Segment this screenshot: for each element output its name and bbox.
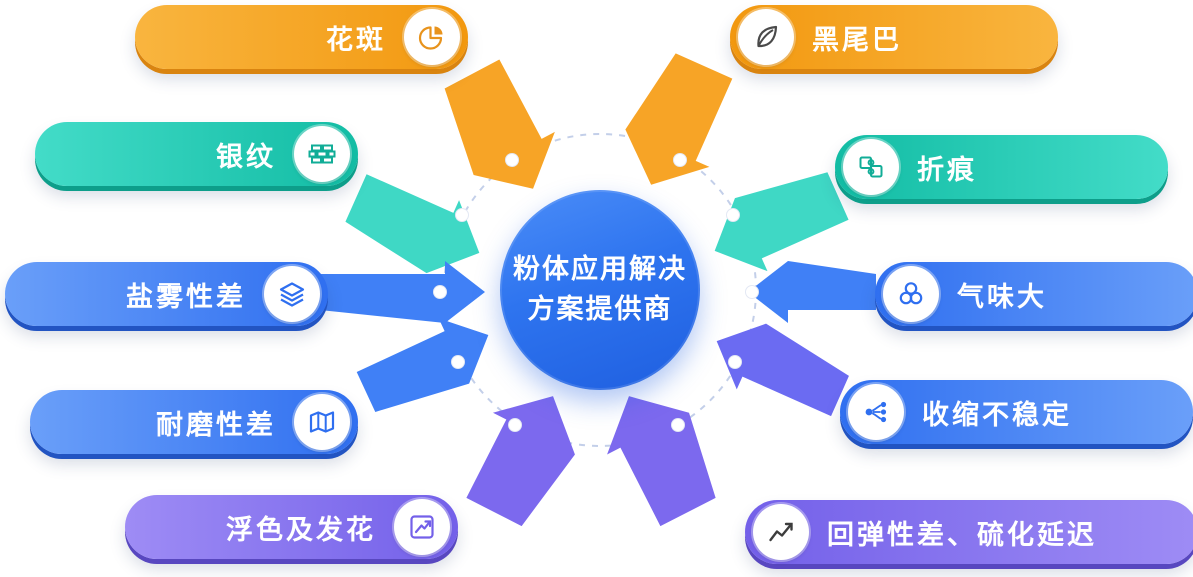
pill-label: 气味大 xyxy=(957,281,1047,313)
puzzle-icon xyxy=(843,139,899,195)
pill-label: 浮色及发花 xyxy=(226,514,376,546)
connector-dot xyxy=(726,208,740,222)
pill-label: 收缩不稳定 xyxy=(922,399,1072,431)
arrow-fuse xyxy=(466,396,575,527)
arrow-naimo xyxy=(356,318,489,412)
pill-label: 耐磨性差 xyxy=(156,409,276,441)
pill-label: 黑尾巴 xyxy=(812,24,902,56)
pill-huitan: 回弹性差、硫化延迟 xyxy=(745,500,1193,564)
connector-dot xyxy=(505,153,519,167)
pill-label: 折痕 xyxy=(917,154,977,186)
connector-dot xyxy=(433,285,447,299)
arrow-qiwei xyxy=(748,261,876,323)
pill-qiwei: 气味大 xyxy=(875,262,1193,326)
connector-dot xyxy=(455,208,469,222)
pill-heiweiba: 黑尾巴 xyxy=(730,5,1058,69)
pill-label: 盐雾性差 xyxy=(126,281,246,313)
center-title-line1: 粉体应用解决 xyxy=(513,254,687,285)
pill-label: 花斑 xyxy=(326,24,386,56)
pill-yinwen: 银纹 xyxy=(35,122,358,186)
arrow-yinwen xyxy=(345,174,480,274)
connector-dot xyxy=(508,418,522,432)
leaf-icon xyxy=(738,9,794,65)
pill-naimo: 耐磨性差 xyxy=(30,390,358,454)
pill-yanwu: 盐雾性差 xyxy=(5,262,328,326)
pie-chart-icon xyxy=(404,9,460,65)
arrow-heiweiba xyxy=(625,53,733,185)
connector-dot xyxy=(451,355,465,369)
connector-dot xyxy=(728,355,742,369)
arrow-huaban xyxy=(444,59,555,189)
center-hub: 粉体应用解决 方案提供商 xyxy=(500,190,700,390)
pill-fuse: 浮色及发花 xyxy=(125,495,458,559)
connector-dot xyxy=(671,418,685,432)
arrow-shousuo xyxy=(716,323,849,417)
arrow-yanwu xyxy=(320,261,485,323)
pill-label: 回弹性差、硫化延迟 xyxy=(827,519,1097,551)
connector-dot xyxy=(745,285,759,299)
pill-shousuo: 收缩不稳定 xyxy=(840,380,1193,444)
arrow-zhehen xyxy=(714,172,849,272)
pill-zhehen: 折痕 xyxy=(835,135,1168,199)
pill-huaban: 花斑 xyxy=(135,5,468,69)
connector-dot xyxy=(673,153,687,167)
line-chart-icon xyxy=(753,504,809,560)
arrow-huitan xyxy=(607,396,716,527)
bricks-icon xyxy=(294,126,350,182)
connector-dots xyxy=(433,153,759,432)
center-title-line2: 方案提供商 xyxy=(527,294,673,325)
bubbles-icon xyxy=(883,266,939,322)
trend-arrow-icon xyxy=(394,499,450,555)
map-icon xyxy=(294,394,350,450)
branch-icon xyxy=(848,384,904,440)
layers-icon xyxy=(264,266,320,322)
pill-label: 银纹 xyxy=(216,141,276,173)
